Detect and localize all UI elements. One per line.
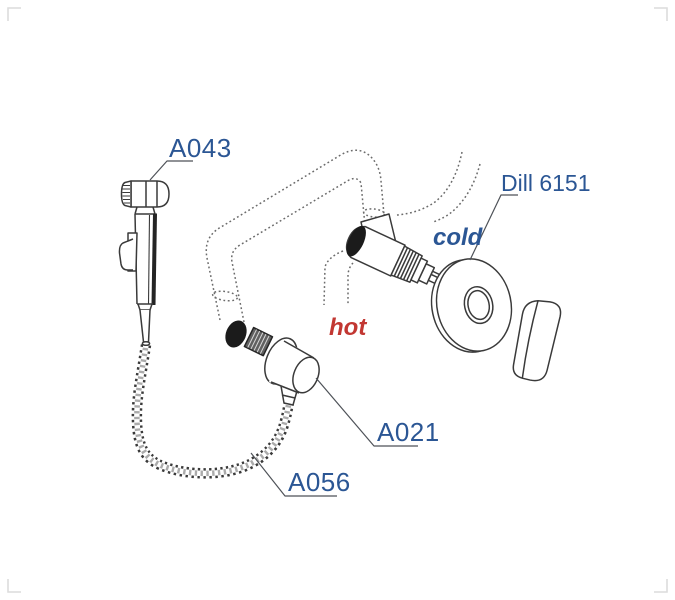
- label-hose-a056: A056: [288, 467, 351, 497]
- inwall-pipe-outer-edge: [205, 149, 386, 321]
- sprayer-head-divider: [145, 181, 158, 207]
- sprayer-neck: [134, 206, 156, 215]
- hot-pipe-edge: [347, 262, 354, 305]
- flexible-hose: [131, 344, 295, 479]
- pipe-joint-ring: [211, 290, 239, 302]
- handle-side-contour: [521, 300, 539, 379]
- leader-a043: [149, 160, 193, 181]
- hot-supply-pipe-dotted: [323, 250, 354, 306]
- valve-inlet-opening: [346, 225, 366, 257]
- sprayer-face-hatch: [122, 185, 130, 204]
- sprayer-cone-connector: [139, 309, 151, 343]
- leader-a056: [250, 452, 337, 497]
- hand-sprayer: [118, 180, 170, 347]
- cold-supply-pipe-dotted: [396, 151, 481, 223]
- sprayer-head: [130, 180, 170, 208]
- label-outlet-a021: A021: [377, 417, 440, 447]
- sprayer-handle-bottom: [137, 303, 153, 311]
- sprayer-handle-inner-line: [147, 214, 151, 305]
- corner-mark-top-left: [7, 7, 21, 21]
- sprayer-handle-right-edge: [151, 213, 157, 306]
- sprayer-face: [120, 180, 132, 208]
- leader-a021: [315, 377, 418, 447]
- pipe-joint-ring: [362, 208, 386, 218]
- wall-outlet: [243, 326, 320, 406]
- leader-dill: [469, 194, 518, 261]
- sprayer-trigger: [118, 238, 134, 271]
- corner-mark-bottom-left: [7, 579, 21, 593]
- handle-outline: [512, 299, 562, 382]
- inwall-pipe-dotted: [205, 149, 386, 323]
- label-hot-water: hot: [329, 314, 367, 341]
- threaded-nipple: [243, 326, 274, 357]
- leader-lines: [149, 160, 518, 497]
- valve-body-group: [345, 225, 444, 286]
- lever-handle: [512, 299, 562, 382]
- connector-line: [281, 394, 296, 399]
- photo-corner-marks: [7, 7, 668, 593]
- inwall-pipe-inner-edge: [230, 177, 366, 323]
- corner-mark-top-right: [654, 7, 668, 21]
- plate-hole-inner: [467, 289, 491, 321]
- hot-pipe-edge: [323, 250, 344, 306]
- pipe-end-opening: [225, 320, 247, 348]
- cartridge-ribs: [393, 247, 420, 282]
- sprayer-cone-tip: [141, 340, 151, 347]
- mixer-valve: [345, 213, 444, 286]
- outlet-cylinder-top-edge: [283, 340, 315, 359]
- cold-pipe-edge: [432, 163, 481, 223]
- outlet-cylinder-bottom-edge: [270, 381, 300, 394]
- label-sprayer-a043: A043: [169, 133, 232, 163]
- label-mixer-dill-6151: Dill 6151: [501, 170, 591, 196]
- hose-inner-texture: [134, 344, 292, 477]
- cold-pipe-edge: [396, 151, 463, 216]
- corner-mark-bottom-right: [654, 579, 668, 593]
- label-cold-water: cold: [433, 224, 484, 251]
- escutcheon-plate: [430, 258, 513, 353]
